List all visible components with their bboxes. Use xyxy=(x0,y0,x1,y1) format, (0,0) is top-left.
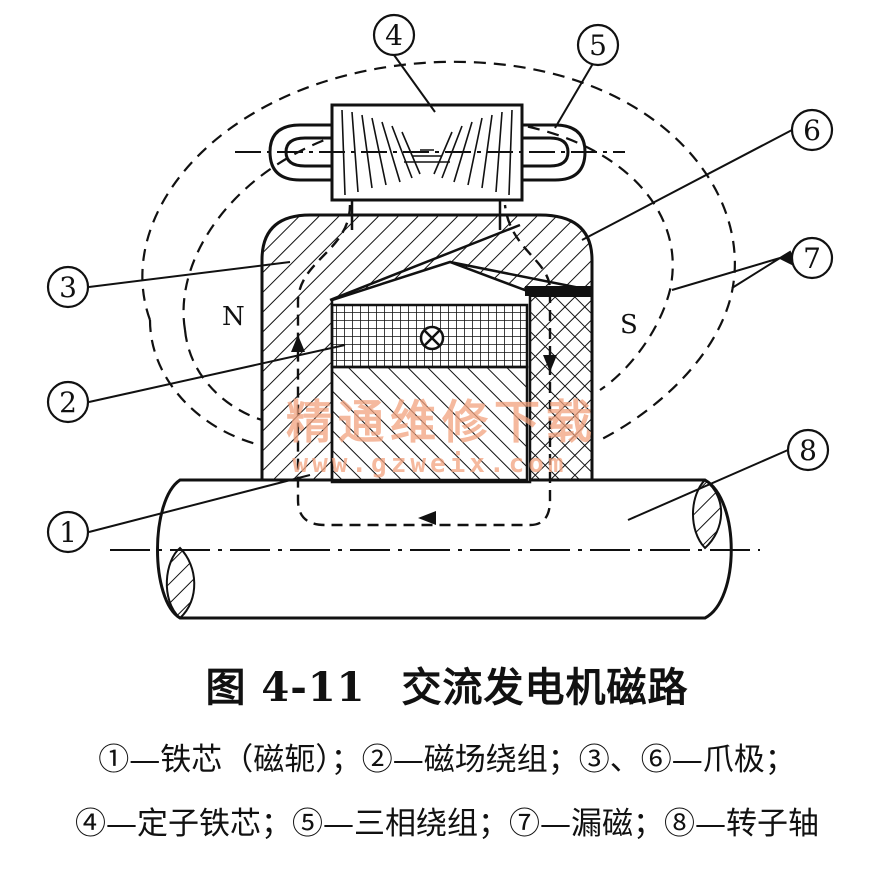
callout-1: 1 xyxy=(46,510,90,554)
svg-text:www.gzweix.com: www.gzweix.com xyxy=(292,449,567,479)
svg-text:4: 4 xyxy=(385,19,403,52)
callout-3: 3 xyxy=(46,265,90,309)
callout-4: 4 xyxy=(372,13,416,57)
figure-title: 交流发电机磁路 xyxy=(401,664,689,711)
callout-leaders xyxy=(88,54,798,533)
svg-text:5: 5 xyxy=(589,29,607,62)
svg-text:精通维修下载: 精通维修下载 xyxy=(286,395,598,449)
field-winding xyxy=(330,303,529,369)
watermark: 精通维修下载 www.gzweix.com xyxy=(286,395,598,479)
main-flux-path xyxy=(296,204,552,527)
south-pole-label: S xyxy=(620,310,638,340)
svg-text:1: 1 xyxy=(59,516,77,549)
svg-text:3: 3 xyxy=(59,271,77,304)
stator-core xyxy=(330,103,524,230)
leakage-flux-lines xyxy=(141,60,736,447)
north-pole-label: N xyxy=(222,302,245,332)
callout-2: 2 xyxy=(46,380,90,424)
svg-text:7: 7 xyxy=(803,242,821,275)
three-phase-winding xyxy=(235,123,625,182)
alternator-magnetic-circuit-diagram: 精通维修下载 www.gzweix.com N S 4 5 6 7 3 2 xyxy=(46,13,834,620)
callout-5: 5 xyxy=(576,23,620,67)
figure-number: 图 4-11 xyxy=(205,664,366,711)
figure-caption-title: 图 4-11 交流发电机磁路 xyxy=(0,655,894,713)
callout-8: 8 xyxy=(786,428,830,472)
svg-text:8: 8 xyxy=(799,434,817,467)
callout-6: 6 xyxy=(790,108,834,152)
legend-line-1: ①—铁芯（磁轭）；②—磁场绕组；③、⑥—爪极； xyxy=(98,742,796,778)
iron-core xyxy=(330,365,529,482)
svg-text:2: 2 xyxy=(59,386,77,419)
legend-line-2: ④—定子铁芯；⑤—三相绕组；⑦—漏磁；⑧—转子轴 xyxy=(75,806,819,842)
flux-arrows xyxy=(291,335,557,525)
svg-text:6: 6 xyxy=(803,114,821,147)
callout-7: 7 xyxy=(790,236,834,280)
